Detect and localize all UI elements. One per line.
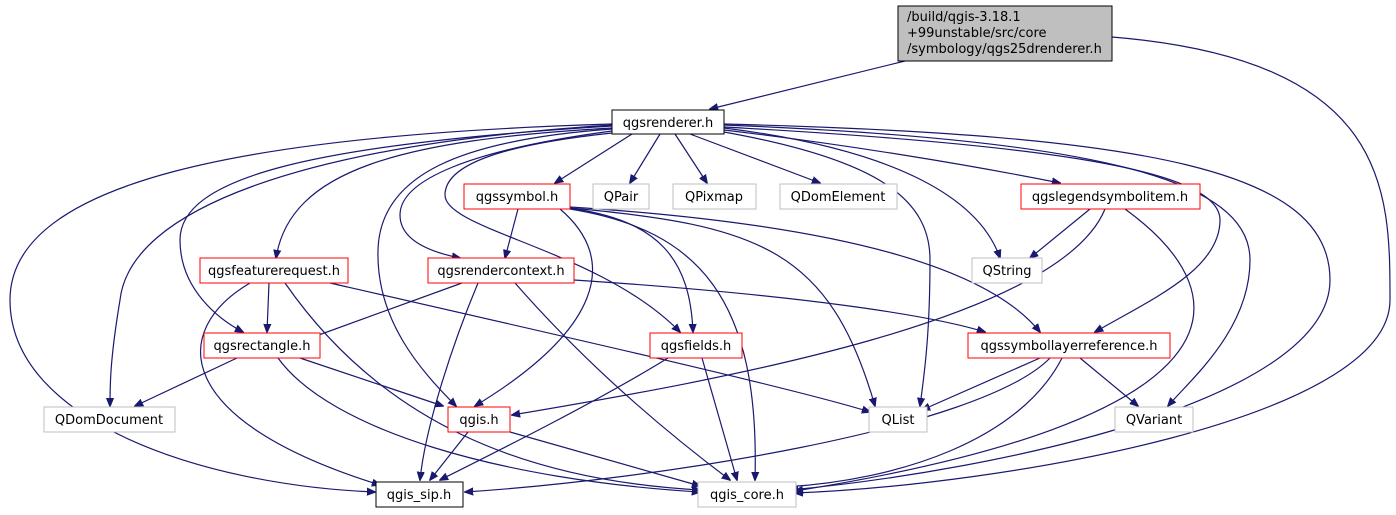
node-qgssymbol[interactable]: qgssymbol.h (463, 183, 571, 210)
node-qgsrectangle[interactable]: qgsrectangle.h (203, 332, 321, 359)
node-qgsrendercontext[interactable]: qgsrendercontext.h (427, 257, 575, 284)
node-qgs25drenderer: /build/qgis-3.18.1 +99unstable/src/core … (897, 5, 1113, 62)
edge-qgssymbollayerreference-to-qvariant (1079, 357, 1138, 406)
edge-qgslegendsymbolitem-to-qgis-core (795, 208, 1195, 491)
edge-qgssymbollayerreference-to-qlist (922, 357, 1041, 410)
edge-qgsfields-to-qgis-core (701, 357, 737, 480)
node-label: qgssymbol.h (476, 190, 559, 205)
node-label: QDomElement (791, 190, 886, 205)
edge-qgsrenderer-to-qgis-core-right (723, 123, 1331, 490)
node-qgssymbollayerreference[interactable]: qgssymbollayerreference.h (967, 332, 1171, 359)
edge-qgis-to-qgis-sip (430, 431, 469, 480)
edges (9, 36, 1391, 493)
edge-qgsrenderer-to-qvariant (723, 124, 1251, 406)
edge-qgsrenderer-to-qgsfeaturerequest (276, 127, 613, 258)
node-qdomdocument: QDomDocument (43, 406, 176, 433)
edge-qgsrendercontext-to-qgis-core (514, 282, 730, 480)
node-label: qgsrectangle.h (213, 339, 310, 354)
node-label: QPixmap (685, 190, 743, 205)
edge-qgssymbollayerreference-to-qgis-core (785, 357, 1063, 487)
edge-qgsrenderer-to-qgsrectangle (179, 125, 613, 332)
root-line-2: +99unstable/src/core (907, 26, 1047, 41)
nodes: /build/qgis-3.18.1 +99unstable/src/core … (43, 5, 1201, 508)
edge-qgssymbollayerreference-to-qgis-sip (465, 357, 1051, 492)
edge-qgsrendercontext-to-qgsrectangle (305, 282, 463, 340)
edge-qgssymbol-to-qgsfields (567, 207, 693, 332)
node-qpair: QPair (592, 183, 650, 210)
edge-qgsrenderer-to-qgsfields (444, 132, 680, 332)
node-label: QVariant (1126, 413, 1182, 428)
edge-qgslegendsymbolitem-to-qgis (512, 208, 1106, 415)
edge-qgsrenderer-to-qgssymbollayerreference (723, 126, 1221, 332)
root-line-1: /build/qgis-3.18.1 (907, 10, 1021, 25)
node-qvariant: QVariant (1114, 406, 1194, 433)
node-label: qgsrendercontext.h (437, 264, 564, 279)
edge-root-to-qgsrenderer (710, 60, 906, 109)
node-qgis-core: qgis_core.h (697, 481, 797, 508)
node-qdomelement: QDomElement (779, 183, 898, 210)
node-label: QDomDocument (55, 413, 163, 428)
edge-qgsfeaturerequest-to-qgis-sip (199, 282, 380, 485)
edge-qgsrenderer-to-qgslegendsymbolitem (723, 129, 1060, 183)
edge-qgsfeaturerequest-to-qlist (329, 282, 870, 412)
edge-qgis-to-qgis-core (509, 431, 700, 486)
node-label: qgssymbollayerreference.h (980, 339, 1157, 354)
node-qgis[interactable]: qgis.h (447, 406, 511, 433)
node-qgslegendsymbolitem[interactable]: qgslegendsymbolitem.h (1020, 183, 1201, 210)
edge-qgsrectangle-to-qdomdocument (135, 357, 238, 406)
node-label: QList (882, 413, 915, 428)
node-qpixmap: QPixmap (672, 183, 757, 210)
edge-qgssymbol-to-qgsrendercontext (505, 208, 519, 258)
edge-qgsfeaturerequest-to-qgsrectangle (267, 282, 269, 332)
node-label: QPair (604, 190, 639, 205)
edge-qgsrectangle-to-qgis (299, 357, 443, 406)
edge-root-to-qgis-core (795, 36, 1391, 493)
node-label: qgis.h (459, 413, 498, 428)
edge-qgsfeaturerequest-to-qgis-core (284, 282, 700, 490)
root-line-3: /symbology/qgs25drenderer.h (907, 42, 1102, 57)
edge-qgsrenderer-to-qpixmap (674, 133, 707, 183)
node-label: qgis_core.h (710, 488, 784, 503)
edge-qgsrenderer-to-qdomelement (689, 133, 820, 183)
edge-qgsrenderer-to-qstring (723, 127, 1000, 258)
node-label: qgsfields.h (661, 339, 731, 354)
node-qgsfeaturerequest[interactable]: qgsfeaturerequest.h (199, 257, 349, 284)
node-label: qgslegendsymbolitem.h (1032, 190, 1188, 205)
edge-qgsrendercontext-to-qgis-sip (420, 282, 479, 480)
node-qgis-sip[interactable]: qgis_sip.h (375, 481, 464, 508)
node-label: qgsfeaturerequest.h (208, 264, 340, 279)
edge-qgsrenderer-to-qlist (723, 131, 931, 406)
edge-qgsrectangle-to-qgis-core (277, 357, 700, 492)
node-label: qgis_sip.h (387, 488, 451, 503)
edge-qgssymbol-to-qgis-core (569, 208, 755, 480)
node-qgsrenderer[interactable]: qgsrenderer.h (611, 109, 725, 135)
edge-qgsrendercontext-to-qgssymbollayerreference (573, 279, 985, 332)
edge-qgsrenderer-to-qgssymbol (555, 133, 633, 183)
node-qlist: QList (868, 406, 928, 433)
node-label: QString (982, 264, 1031, 279)
edge-qgssymbol-to-qlist (569, 207, 875, 406)
node-label: qgsrenderer.h (623, 116, 713, 131)
edge-qgsfields-to-qgis-sip (440, 357, 669, 480)
edge-qgslegendsymbolitem-to-qstring (1030, 208, 1091, 258)
edge-qgsrenderer-to-qgis-sip (9, 123, 613, 492)
edge-qgsrenderer-to-qdomdocument (110, 124, 613, 406)
edge-qgssymbol-to-qgis (475, 208, 594, 406)
edge-qgsrenderer-to-qgis (377, 128, 613, 406)
node-qgsfields[interactable]: qgsfields.h (649, 332, 743, 359)
edge-qgsrenderer-to-qpair (630, 133, 661, 183)
edge-qgssymbol-to-qgssymbollayerreference (569, 206, 1040, 332)
node-qstring: QString (971, 257, 1043, 284)
